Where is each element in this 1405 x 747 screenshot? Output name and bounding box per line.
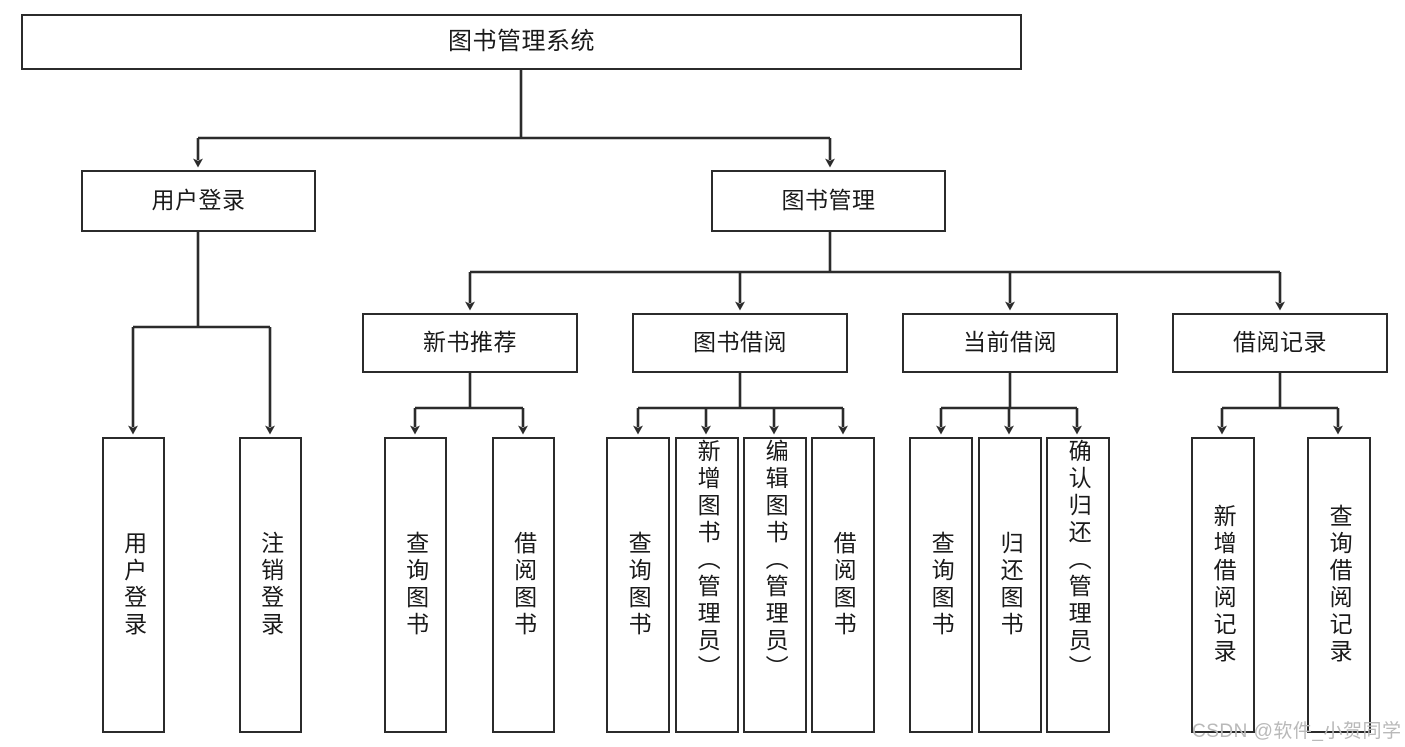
node-book-borrow-label: 图书借阅 xyxy=(693,329,787,356)
leaf-new-book-query[interactable]: 查询图书 xyxy=(384,437,447,733)
node-book-management[interactable]: 图书管理 xyxy=(711,170,946,232)
leaf-book-borrow-add-label: 新增图书（管理员） xyxy=(694,439,721,682)
leaf-user-login-signin[interactable]: 用户登录 xyxy=(102,437,165,733)
leaf-current-borrow-confirm-return[interactable]: 确认归还（管理员） xyxy=(1046,437,1110,733)
leaf-book-borrow-edit-label: 编辑图书（管理员） xyxy=(762,439,789,682)
leaf-current-borrow-return-label: 归还图书 xyxy=(997,531,1024,639)
node-book-management-label: 图书管理 xyxy=(781,187,876,214)
leaf-book-borrow-borrow[interactable]: 借阅图书 xyxy=(811,437,875,733)
node-user-login[interactable]: 用户登录 xyxy=(81,170,316,232)
node-root-book-management-system[interactable]: 图书管理系统 xyxy=(21,14,1022,70)
leaf-borrow-record-add-label: 新增借阅记录 xyxy=(1210,504,1237,666)
node-book-borrow[interactable]: 图书借阅 xyxy=(632,313,848,373)
leaf-borrow-record-query-label: 查询借阅记录 xyxy=(1326,504,1353,666)
leaf-current-borrow-confirm-return-label: 确认归还（管理员） xyxy=(1065,439,1092,682)
node-borrow-records[interactable]: 借阅记录 xyxy=(1172,313,1388,373)
node-user-login-label: 用户登录 xyxy=(151,187,246,214)
leaf-book-borrow-edit[interactable]: 编辑图书（管理员） xyxy=(743,437,807,733)
node-new-book-recommend-label: 新书推荐 xyxy=(423,329,517,356)
leaf-user-login-signout-label: 注销登录 xyxy=(257,531,284,639)
node-new-book-recommend[interactable]: 新书推荐 xyxy=(362,313,578,373)
leaf-new-book-borrow-label: 借阅图书 xyxy=(510,531,537,639)
leaf-user-login-signout[interactable]: 注销登录 xyxy=(239,437,302,733)
leaf-current-borrow-query-label: 查询图书 xyxy=(928,531,955,639)
leaf-current-borrow-return[interactable]: 归还图书 xyxy=(978,437,1042,733)
leaf-book-borrow-query[interactable]: 查询图书 xyxy=(606,437,670,733)
node-current-borrow[interactable]: 当前借阅 xyxy=(902,313,1118,373)
leaf-borrow-record-query[interactable]: 查询借阅记录 xyxy=(1307,437,1371,733)
leaf-user-login-signin-label: 用户登录 xyxy=(120,531,147,639)
node-root-label: 图书管理系统 xyxy=(448,27,595,55)
leaf-borrow-record-add[interactable]: 新增借阅记录 xyxy=(1191,437,1255,733)
node-borrow-records-label: 借阅记录 xyxy=(1233,329,1327,356)
leaf-new-book-query-label: 查询图书 xyxy=(402,531,429,639)
csdn-watermark: CSDN @软件_小贺同学 xyxy=(1192,721,1402,742)
leaf-book-borrow-add[interactable]: 新增图书（管理员） xyxy=(675,437,739,733)
node-current-borrow-label: 当前借阅 xyxy=(963,329,1057,356)
leaf-current-borrow-query[interactable]: 查询图书 xyxy=(909,437,973,733)
leaf-new-book-borrow[interactable]: 借阅图书 xyxy=(492,437,555,733)
leaf-book-borrow-borrow-label: 借阅图书 xyxy=(830,531,857,639)
leaf-book-borrow-query-label: 查询图书 xyxy=(625,531,652,639)
